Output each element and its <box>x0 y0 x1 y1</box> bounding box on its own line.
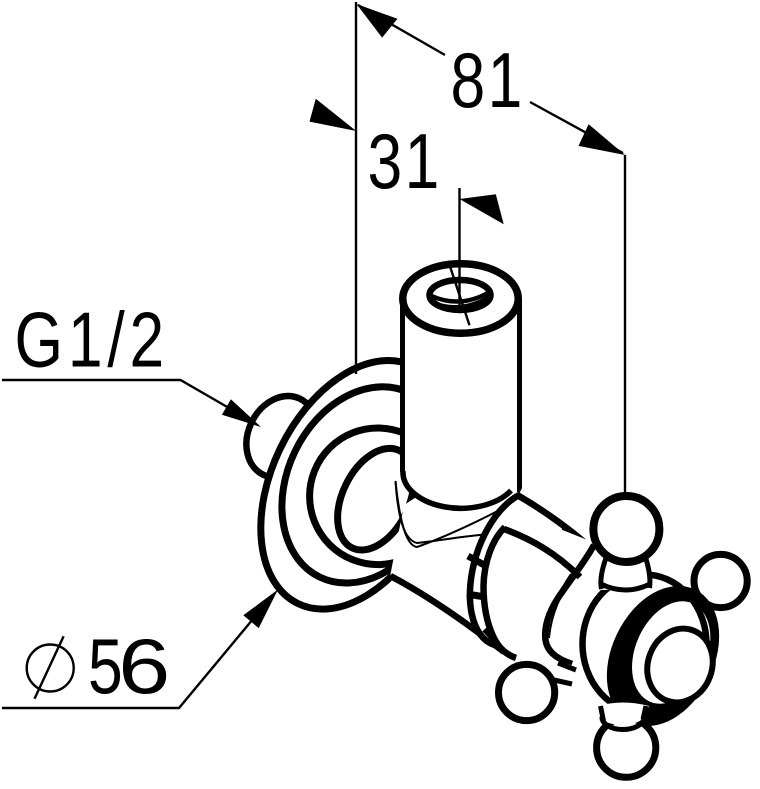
svg-text:81: 81 <box>451 36 525 123</box>
svg-text:5: 5 <box>88 622 123 709</box>
svg-text:6: 6 <box>118 623 170 710</box>
svg-text:31: 31 <box>368 117 442 204</box>
svg-text:G1/2: G1/2 <box>15 296 169 383</box>
